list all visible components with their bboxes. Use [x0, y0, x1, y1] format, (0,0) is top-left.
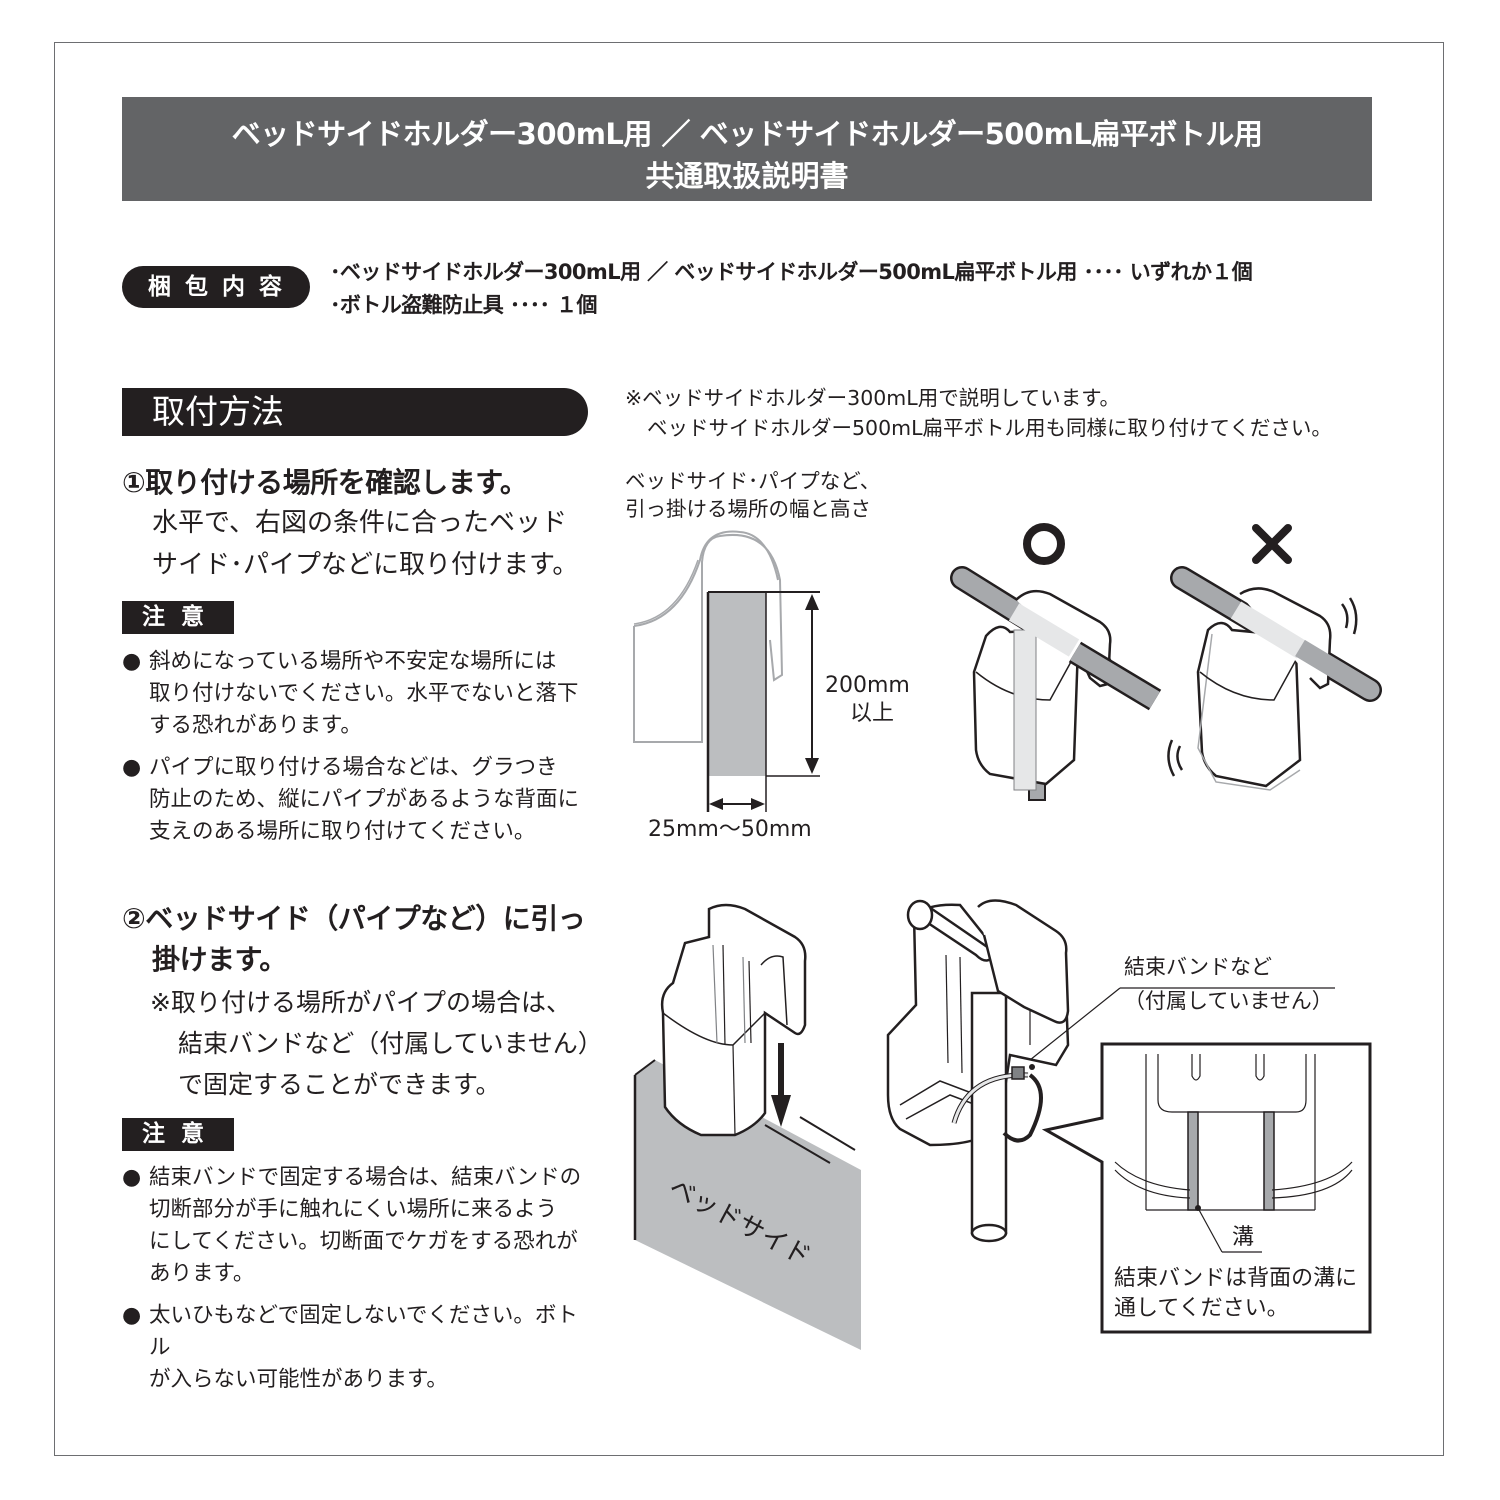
caution-item: ● 結束バンドで固定する場合は、結束バンドの 切断部分が手に触れにくい場所に来る…	[122, 1162, 597, 1290]
step1-body: 水平で、右図の条件に合ったベッド サイド･パイプなどに取り付けます。	[152, 502, 578, 586]
callout-leader-line	[1029, 987, 1335, 1061]
height-value-label: 200mm	[825, 673, 910, 698]
caution-item: ● 斜めになっている場所や不安定な場所には 取り付けないでください。水平でないと…	[122, 646, 597, 742]
caution-line: 斜めになっている場所や不安定な場所には	[149, 649, 557, 674]
step1-body-line: サイド･パイプなどに取り付けます。	[152, 550, 579, 580]
step2-title: ②ベッドサイド（パイプなど）に引っ 掛けます。	[122, 898, 586, 980]
step1-cautions: ● 斜めになっている場所や不安定な場所には 取り付けないでください。水平でないと…	[122, 646, 597, 858]
figure-note-line: ※ベッドサイドホルダー300mL用で説明しています。	[625, 386, 1121, 410]
step2-note: ※取り付ける場所がパイプの場合は、 結束バンドなど（付属していません） で固定す…	[150, 982, 603, 1105]
step2-cautions: ● 結束バンドで固定する場合は、結束バンドの 切断部分が手に触れにくい場所に来る…	[122, 1162, 597, 1406]
caution-label-1: 注意	[122, 601, 234, 634]
width-value-label: 25mm～50mm	[648, 817, 812, 842]
caution-line: 防止のため、縦にパイプがあるような背面に	[149, 787, 580, 812]
step2-title-line: 掛けます。	[152, 943, 287, 976]
dimension-diagram: 200mm 以上 25mm～50mm	[633, 530, 910, 842]
step1-body-line: 水平で、右図の条件に合ったベッド	[152, 508, 567, 538]
package-item: ･ベッドサイドホルダー300mL用 ／ ベッドサイドホルダー500mL扁平ボトル…	[330, 260, 1253, 284]
package-contents-list: ･ベッドサイドホルダー300mL用 ／ ベッドサイドホルダー500mL扁平ボトル…	[330, 256, 1253, 322]
cable-tie-callout: 結束バンドなど （付属していません）	[1124, 950, 1333, 1018]
dimension-caption-line: ベッドサイド･パイプなど、	[625, 469, 881, 493]
ok-circle-icon	[1023, 523, 1065, 565]
caution-line: 支えのある場所に取り付けてください。	[149, 819, 536, 844]
figure-note-line: ベッドサイドホルダー500mL扁平ボトル用も同様に取り付けてください。	[647, 416, 1332, 440]
caution-item: ● パイプに取り付ける場合などは、グラつき 防止のため、縦にパイプがあるような背…	[122, 752, 597, 848]
groove-label: 溝	[1232, 1225, 1254, 1250]
bullet-dot-icon: ●	[122, 1165, 142, 1190]
caution-line: 結束バンドで固定する場合は、結束バンドの	[149, 1165, 582, 1190]
caution-label-2: 注意	[122, 1118, 234, 1151]
height-suffix-label: 以上	[850, 701, 894, 726]
bullet-dot-icon: ●	[122, 755, 142, 780]
caution-line: が入らない可能性があります。	[149, 1367, 448, 1392]
groove-note-line: 結束バンドは背面の溝に	[1114, 1266, 1358, 1291]
caution-line: パイプに取り付ける場合などは、グラつき	[149, 755, 558, 780]
title-line-2: 共通取扱説明書	[645, 159, 849, 193]
ng-cross-icon	[1252, 524, 1292, 564]
page-frame	[54, 42, 1444, 1456]
step2-note-line: で固定することができます。	[178, 1070, 501, 1099]
document-title-banner: ベッドサイドホルダー300mL用 ／ ベッドサイドホルダー500mL扁平ボトル用…	[122, 97, 1372, 201]
title-line-1: ベッドサイドホルダー300mL用 ／ ベッドサイドホルダー500mL扁平ボトル用	[231, 117, 1263, 151]
caution-line: 太いひもなどで固定しないでください。ボトル	[149, 1303, 578, 1360]
incorrect-mount-illustration	[1167, 566, 1382, 791]
caution-line: にしてください。切断面でケガをする恐れが	[149, 1229, 578, 1254]
groove-detail-inset: 溝	[1041, 1042, 1372, 1334]
step2-note-line: ※取り付ける場所がパイプの場合は、	[150, 988, 571, 1017]
tie-label-line: 結束バンドなど	[1124, 955, 1273, 979]
figure-note: ※ベッドサイドホルダー300mL用で説明しています。 ベッドサイドホルダー500…	[625, 383, 1332, 443]
tie-label-line: （付属していません）	[1124, 989, 1333, 1013]
caution-line: 取り付けないでください。水平でないと落下	[149, 681, 579, 706]
caution-line: する恐れがあります。	[149, 713, 362, 738]
package-item: ･ボトル盗難防止具 ････ １個	[330, 293, 598, 317]
dimension-caption-line: 引っ掛ける場所の幅と高さ	[625, 497, 871, 521]
package-contents-label: 梱包内容	[122, 266, 310, 308]
step2-title-line: ②ベッドサイド（パイプなど）に引っ	[122, 902, 586, 935]
caution-line: あります。	[149, 1261, 255, 1286]
bedside-hanging-illustration: ベッドサイド	[633, 903, 861, 1350]
bullet-dot-icon: ●	[122, 1303, 142, 1328]
groove-note-line: 通してください。	[1114, 1296, 1289, 1321]
groove-note: 結束バンドは背面の溝に 通してください。	[1114, 1264, 1357, 1324]
step1-title: ①取り付ける場所を確認します。	[122, 466, 528, 499]
caution-line: 切断部分が手に触れにくい場所に来るよう	[149, 1197, 558, 1222]
cable-tie-illustration	[886, 899, 1070, 1243]
dimension-caption: ベッドサイド･パイプなど、 引っ掛ける場所の幅と高さ	[625, 467, 880, 523]
section-header-installation: 取付方法	[122, 388, 588, 436]
step2-note-line: 結束バンドなど（付属していません）	[178, 1029, 603, 1058]
bullet-dot-icon: ●	[122, 649, 142, 674]
correct-mount-illustration	[950, 566, 1162, 801]
caution-item: ● 太いひもなどで固定しないでください。ボトル が入らない可能性があります。	[122, 1300, 597, 1396]
